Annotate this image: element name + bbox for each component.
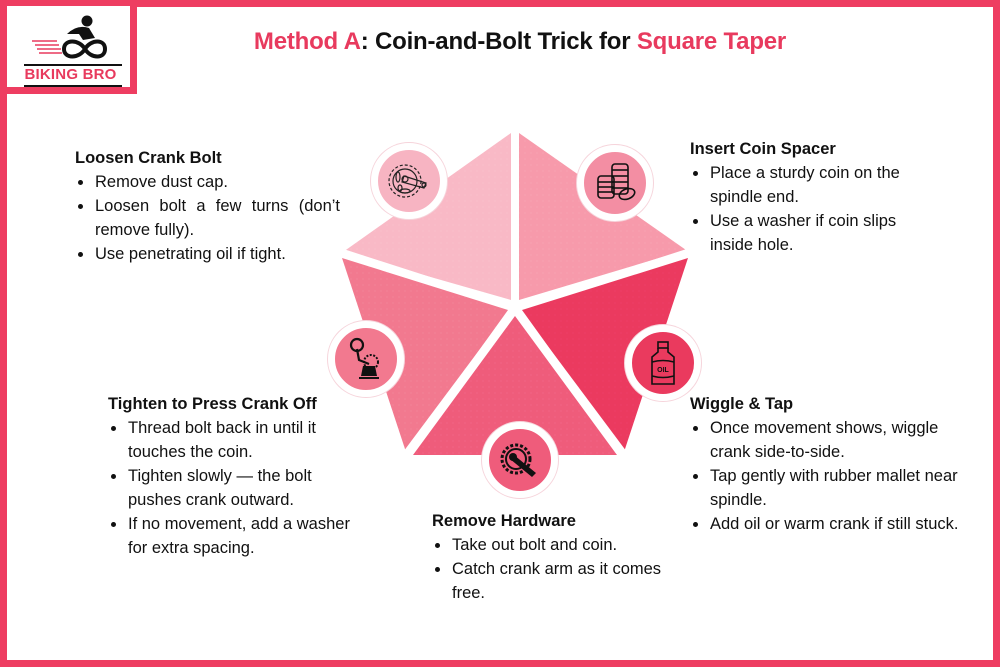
crank-puller-icon <box>328 321 404 397</box>
step-bullet: Loosen bolt a few turns (don’t remove fu… <box>75 194 340 242</box>
step-bullet: Once movement shows, wiggle crank side-t… <box>690 416 965 464</box>
cyclist-icon <box>32 15 108 59</box>
step-bullet: If no movement, add a washer for extra s… <box>108 512 358 560</box>
page-title: Method A: Coin-and-Bolt Trick for Square… <box>0 28 1000 56</box>
step-title: Tighten to Press Crank Off <box>108 395 317 413</box>
step-title: Insert Coin Spacer <box>690 140 836 158</box>
title-target: Square Taper <box>636 28 787 55</box>
logo-divider-top <box>24 64 122 66</box>
step-bullet: Use penetrating oil if tight. <box>75 242 340 266</box>
brand-name: BIKING BRO <box>24 66 117 83</box>
step-loosen: Loosen Crank Bolt Remove dust cap. Loose… <box>75 147 340 266</box>
title-method: Method A <box>253 28 361 55</box>
step-bullet: Tap gently with rubber mallet near spind… <box>690 464 965 512</box>
crankset-icon <box>371 143 447 219</box>
chainring-crank-icon <box>482 422 558 498</box>
step-bullet: Take out bolt and coin. <box>432 533 672 557</box>
step-bullet: Thread bolt back in until it touches the… <box>108 416 358 464</box>
step-title: Wiggle & Tap <box>690 395 794 413</box>
step-remove: Remove Hardware Take out bolt and coin. … <box>432 510 672 605</box>
step-bullet: Add oil or warm crank if still stuck. <box>690 512 965 536</box>
step-tighten: Tighten to Press Crank Off Thread bolt b… <box>108 393 358 560</box>
step-bullet: Catch crank arm as it comes free. <box>432 557 672 605</box>
step-wiggle: Wiggle & Tap Once movement shows, wiggle… <box>690 393 965 536</box>
step-title: Remove Hardware <box>432 512 576 530</box>
coins-icon <box>577 145 653 221</box>
oil-bottle-icon: OIL <box>625 325 701 401</box>
logo-divider-bottom <box>24 85 122 87</box>
step-bullet: Place a sturdy coin on the spindle end. <box>690 161 910 209</box>
step-bullet: Tighten slowly — the bolt pushes crank o… <box>108 464 358 512</box>
step-bullet: Use a washer if coin slips inside hole. <box>690 209 910 257</box>
logo: BIKING BRO <box>0 0 137 94</box>
title-middle: : Coin-and-Bolt Trick for <box>360 28 637 55</box>
step-insert: Insert Coin Spacer Place a sturdy coin o… <box>690 138 910 257</box>
step-bullet: Remove dust cap. <box>75 170 340 194</box>
svg-text:OIL: OIL <box>657 367 669 374</box>
step-title: Loosen Crank Bolt <box>75 149 222 167</box>
